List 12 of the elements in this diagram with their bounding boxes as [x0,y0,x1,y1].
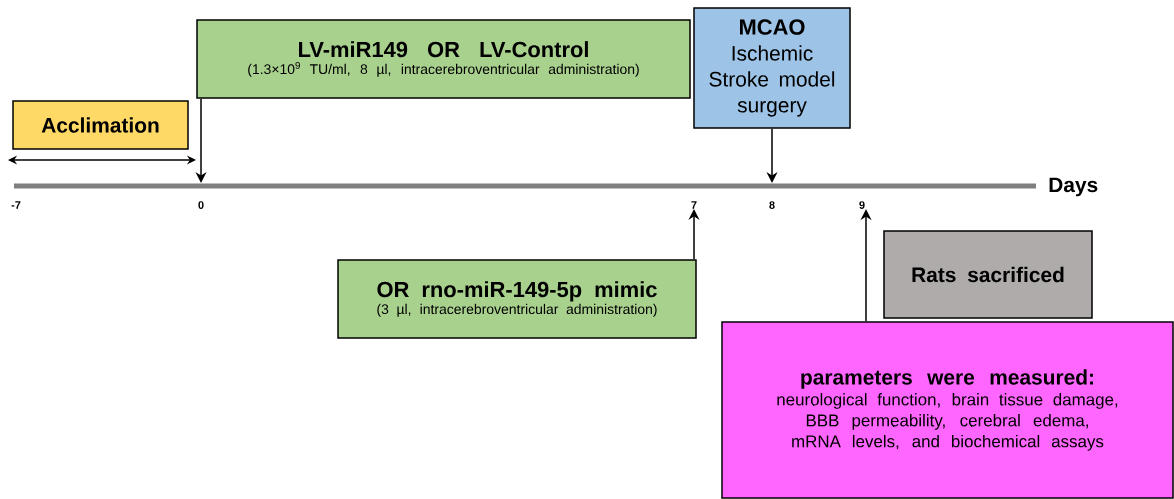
endpoint-box: Rats sacrificed [883,230,1093,319]
tick-label: 7 [691,201,697,209]
treatment-box: OR rno-miR-149-5p mimic (3 µl, intracerebroventricular administration) [337,259,697,339]
tick-label: -7 [11,201,21,209]
phase-box: Acclimation [12,100,189,150]
treatment-box: LV-miR149 OR LV-Control (1.3×10$^{9}$ TU/ml, 8 µl, intracerebroventricular administration) [196,19,691,99]
axis-title: Days [1049,177,1098,197]
tick-label: 9 [859,201,865,209]
surgery-box: MCAO Ischemic Stroke model surgery [693,7,851,129]
tick-label: 8 [769,201,775,209]
measurement-box: parameters were measured: neurological function, brain tissue damage, BBB permeability, cerebral edema, mRNA levels, and biochemical assays [721,321,1174,499]
tick-label: 0 [198,201,204,209]
